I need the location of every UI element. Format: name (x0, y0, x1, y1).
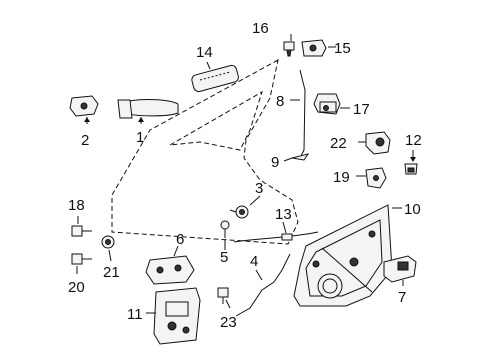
callout-5: 5 (220, 249, 228, 266)
callout-19: 19 (333, 169, 350, 186)
callout-15: 15 (334, 40, 351, 57)
callout-4: 4 (250, 253, 258, 270)
part-6-actuator (145, 255, 195, 285)
part-17-lock-bracket (313, 93, 341, 115)
part-15-bracket (301, 39, 327, 57)
callout-8: 8 (276, 93, 284, 110)
part-23-screw (217, 287, 229, 304)
part-13-cable (233, 231, 319, 243)
callout-1: 1 (136, 129, 144, 146)
part-2-handle-cap (69, 95, 99, 117)
callout-12: 12 (405, 132, 422, 149)
callout-21: 21 (103, 264, 120, 281)
callout-22: 22 (330, 135, 347, 152)
callout-20: 20 (68, 279, 85, 296)
callout-6: 6 (176, 231, 184, 248)
callout-2: 2 (81, 132, 89, 149)
callout-23: 23 (220, 314, 237, 331)
callout-3: 3 (255, 180, 263, 197)
part-14-trim (191, 64, 239, 93)
part-16-screw (283, 41, 295, 57)
door-outline (111, 59, 299, 245)
part-20-bolt (71, 253, 92, 265)
part-4-rod (235, 253, 291, 317)
callout-18: 18 (68, 197, 85, 214)
callout-7: 7 (398, 289, 406, 306)
part-9-clip (291, 153, 310, 161)
callout-10: 10 (404, 201, 421, 218)
callout-11: 11 (127, 306, 143, 323)
part-22-cylinder (365, 131, 391, 155)
part-12-bolt (404, 163, 418, 175)
callout-13: 13 (275, 206, 292, 223)
callout-17: 17 (353, 101, 370, 118)
part-21-nut (101, 235, 115, 249)
part-1-outside-handle (117, 99, 179, 119)
part-10-regulator-panel (293, 204, 393, 307)
callout-9: 9 (271, 154, 279, 171)
part-7-switch-module (383, 255, 417, 283)
part-8-rod (299, 69, 306, 159)
callout-14: 14 (196, 44, 213, 61)
part-18-bolt (71, 225, 92, 237)
part-5-pin (220, 220, 230, 238)
part-19-latch-piece (365, 167, 387, 189)
callout-16: 16 (252, 20, 269, 37)
part-11-latch (153, 287, 201, 345)
part-3-grommet (229, 205, 249, 219)
